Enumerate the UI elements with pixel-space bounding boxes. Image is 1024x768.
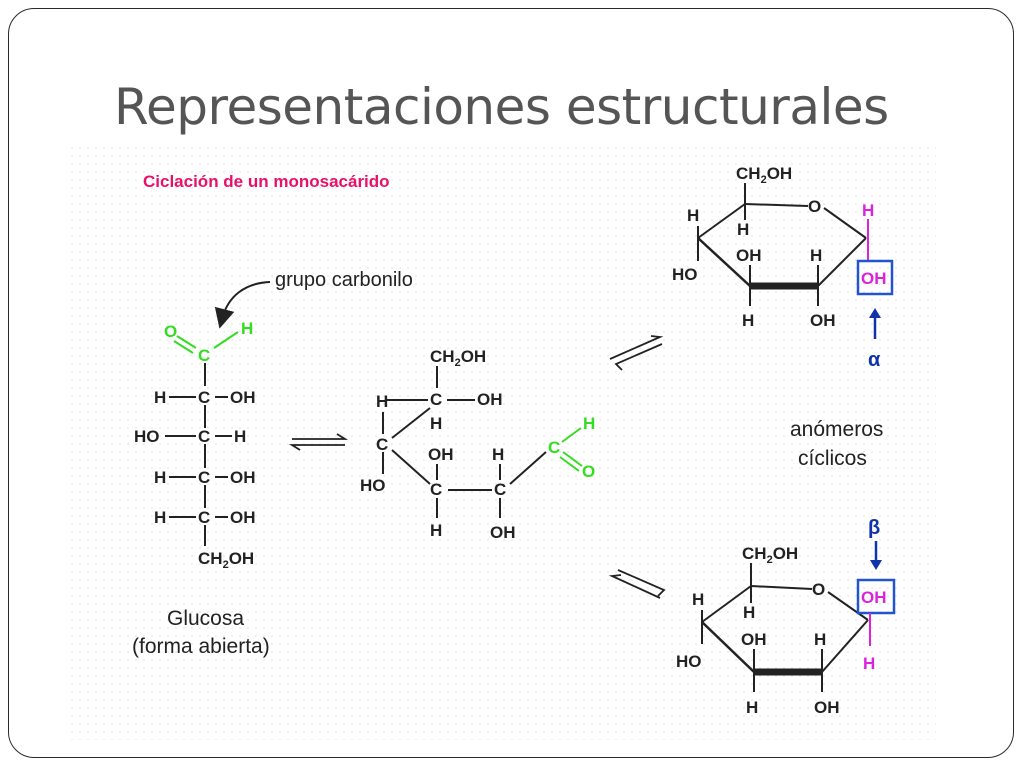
atom-label: CH2OH <box>430 347 486 369</box>
atom-label: H <box>746 698 758 717</box>
atom-label: CH2OH <box>198 549 254 571</box>
atom-label: C <box>430 390 442 409</box>
atom-label: 2 <box>223 559 229 571</box>
atom-label: OH <box>230 468 256 487</box>
atom-label: OH <box>861 588 887 607</box>
atom-label: CH <box>736 164 761 183</box>
alpha-label: α <box>868 349 881 371</box>
atom-label: OH <box>861 269 887 288</box>
atom-label: CH <box>430 347 455 366</box>
cyclization-diagram: Ciclación de un monosacárido grupo carbo… <box>70 146 936 740</box>
atom-label: H <box>737 220 749 239</box>
atom-label: OH <box>773 544 799 563</box>
atom-label: H <box>862 201 874 220</box>
atom-label: OH <box>741 630 767 649</box>
atom-label: OH <box>767 164 793 183</box>
atom-label: OH <box>461 347 487 366</box>
beta-oh-box <box>856 578 896 615</box>
carbonyl-oxygen: O <box>164 322 177 341</box>
atom-label: OH <box>814 698 840 717</box>
atom-label: 2 <box>767 554 773 566</box>
atom-label: C <box>198 427 210 446</box>
atom-label: 2 <box>455 357 461 369</box>
atom-label: C <box>430 480 442 499</box>
beta-label: β <box>868 517 880 539</box>
atom-label: H <box>430 414 442 433</box>
atom-label: OH <box>428 445 454 464</box>
glucose-caption-line2: (forma abierta) <box>132 635 270 658</box>
atom-label: HO <box>672 265 698 284</box>
alpha-oh-box <box>856 259 894 296</box>
atom-label: H <box>154 388 166 407</box>
atom-label: H <box>742 311 754 330</box>
beta-anomer-ring: β CH2OH O H HO H OH H H OH <box>676 517 896 717</box>
atom-label: H <box>583 414 595 433</box>
atom-label: HO <box>134 427 160 446</box>
atom-label: C <box>376 435 388 454</box>
atom-label: C <box>494 480 506 499</box>
anomers-label-line2: cíclicos <box>798 447 867 470</box>
carbonyl-label: grupo carbonilo <box>275 269 413 291</box>
atom-label: HO <box>676 652 702 671</box>
atom-label: CH2OH <box>742 544 798 566</box>
atom-label: OH <box>229 549 255 568</box>
atom-label: CH <box>198 549 223 568</box>
diagram-heading: Ciclación de un monosacárido <box>143 172 390 191</box>
atom-label: OH <box>477 390 503 409</box>
atom-label: CH2OH <box>736 164 792 186</box>
atom-label: H <box>810 246 822 265</box>
atom-label: H <box>234 427 246 446</box>
glucose-caption-line1: Glucosa <box>167 607 244 630</box>
carbonyl-carbon: C <box>198 346 210 365</box>
alpha-anomer-ring: CH2OH O H HO H OH H H OH H <box>672 164 894 371</box>
carbonyl-hydrogen: H <box>241 319 253 338</box>
atom-label: OH <box>230 388 256 407</box>
atom-label: C <box>198 468 210 487</box>
atom-label: H <box>863 654 875 673</box>
atom-label: C <box>198 508 210 527</box>
atom-label: HO <box>360 476 386 495</box>
glucose-open-chain: O H C H C OH HO C H H C OH <box>134 319 256 571</box>
atom-label: OH <box>230 508 256 527</box>
equilibrium-arrow-beta <box>608 569 666 599</box>
atom-label: O <box>808 197 821 216</box>
atom-label: CH <box>742 544 767 563</box>
atom-label: H <box>692 590 704 609</box>
equilibrium-arrow-1 <box>288 433 349 451</box>
atom-label: OH <box>810 311 836 330</box>
atom-label: H <box>743 603 755 622</box>
atom-label: H <box>154 468 166 487</box>
atom-label: O <box>582 462 595 481</box>
equilibrium-arrow-alpha <box>609 335 664 371</box>
diagram-background <box>70 146 936 740</box>
slide-title: Representaciones estructurales <box>114 78 889 136</box>
atom-label: H <box>687 206 699 225</box>
anomers-label-line1: anómeros <box>790 418 883 441</box>
atom-label: H <box>814 630 826 649</box>
carbonyl-arrow <box>214 281 271 329</box>
atom-label: OH <box>490 523 516 542</box>
atom-label: 2 <box>761 174 767 186</box>
atom-label: OH <box>736 246 762 265</box>
atom-label: C <box>198 388 210 407</box>
atom-label: C <box>548 438 560 457</box>
atom-label: H <box>492 445 504 464</box>
atom-label: H <box>430 521 442 540</box>
atom-label: H <box>376 392 388 411</box>
atom-label: H <box>154 508 166 527</box>
glucose-intermediate: CH2OH H C OH H C HO OH C H H C OH <box>360 347 595 542</box>
atom-label: O <box>812 580 825 599</box>
